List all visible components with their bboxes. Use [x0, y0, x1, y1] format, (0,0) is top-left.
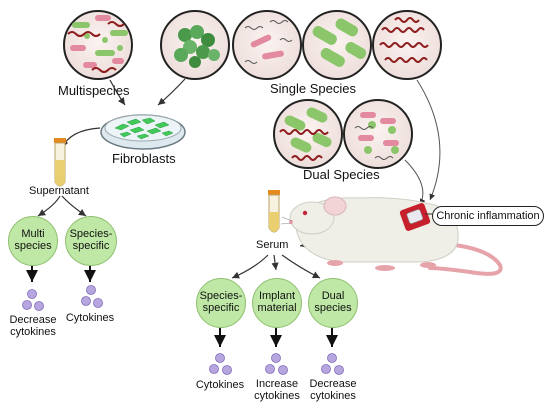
- dual-species-circle-1: [273, 99, 343, 169]
- right-node-species-specific: Species-specific: [196, 278, 246, 328]
- right-result-decrease-cytokines: Decrease cytokines: [309, 378, 357, 402]
- test-tube-icon: [54, 138, 66, 187]
- supernatant-label: Supernatant: [29, 185, 89, 197]
- cytokine-icon: [209, 353, 232, 375]
- multispecies-label: Multispecies: [58, 83, 130, 98]
- left-node-multi-species: Multi species: [8, 216, 58, 266]
- single-species-label: Single Species: [270, 81, 356, 96]
- left-node-species-specific: Species-specific: [65, 216, 117, 266]
- right-node-implant-material: Implant material: [252, 278, 302, 328]
- left-result-decrease-cytokines: Decrease cytokines: [9, 314, 57, 338]
- single-species-circle-3: [302, 10, 372, 80]
- petri-dish-icon: [100, 114, 186, 150]
- cytokine-icon: [81, 285, 103, 308]
- dual-species-circle-2: [343, 99, 413, 169]
- cytokine-icon: [321, 353, 344, 375]
- cytokine-icon: [265, 353, 288, 375]
- chronic-inflammation-box: Chronic inflammation: [432, 206, 544, 226]
- single-species-circle-2: [232, 10, 302, 80]
- fibroblasts-label: Fibroblasts: [112, 151, 176, 166]
- right-node-dual-species: Dual species: [308, 278, 358, 328]
- test-tube-icon: [268, 190, 280, 233]
- right-result-increase-cytokines: Increase cytokines: [254, 378, 300, 402]
- left-result-cytokines: Cytokines: [65, 312, 115, 324]
- single-species-circle-4: [372, 10, 442, 80]
- implant-icon: [399, 203, 431, 231]
- right-result-cytokines: Cytokines: [195, 379, 245, 391]
- serum-label: Serum: [256, 239, 289, 251]
- single-species-circle-1: [160, 10, 230, 80]
- multispecies-circle: [63, 10, 133, 80]
- cytokine-icon: [22, 289, 44, 311]
- dual-species-label: Dual Species: [303, 167, 380, 182]
